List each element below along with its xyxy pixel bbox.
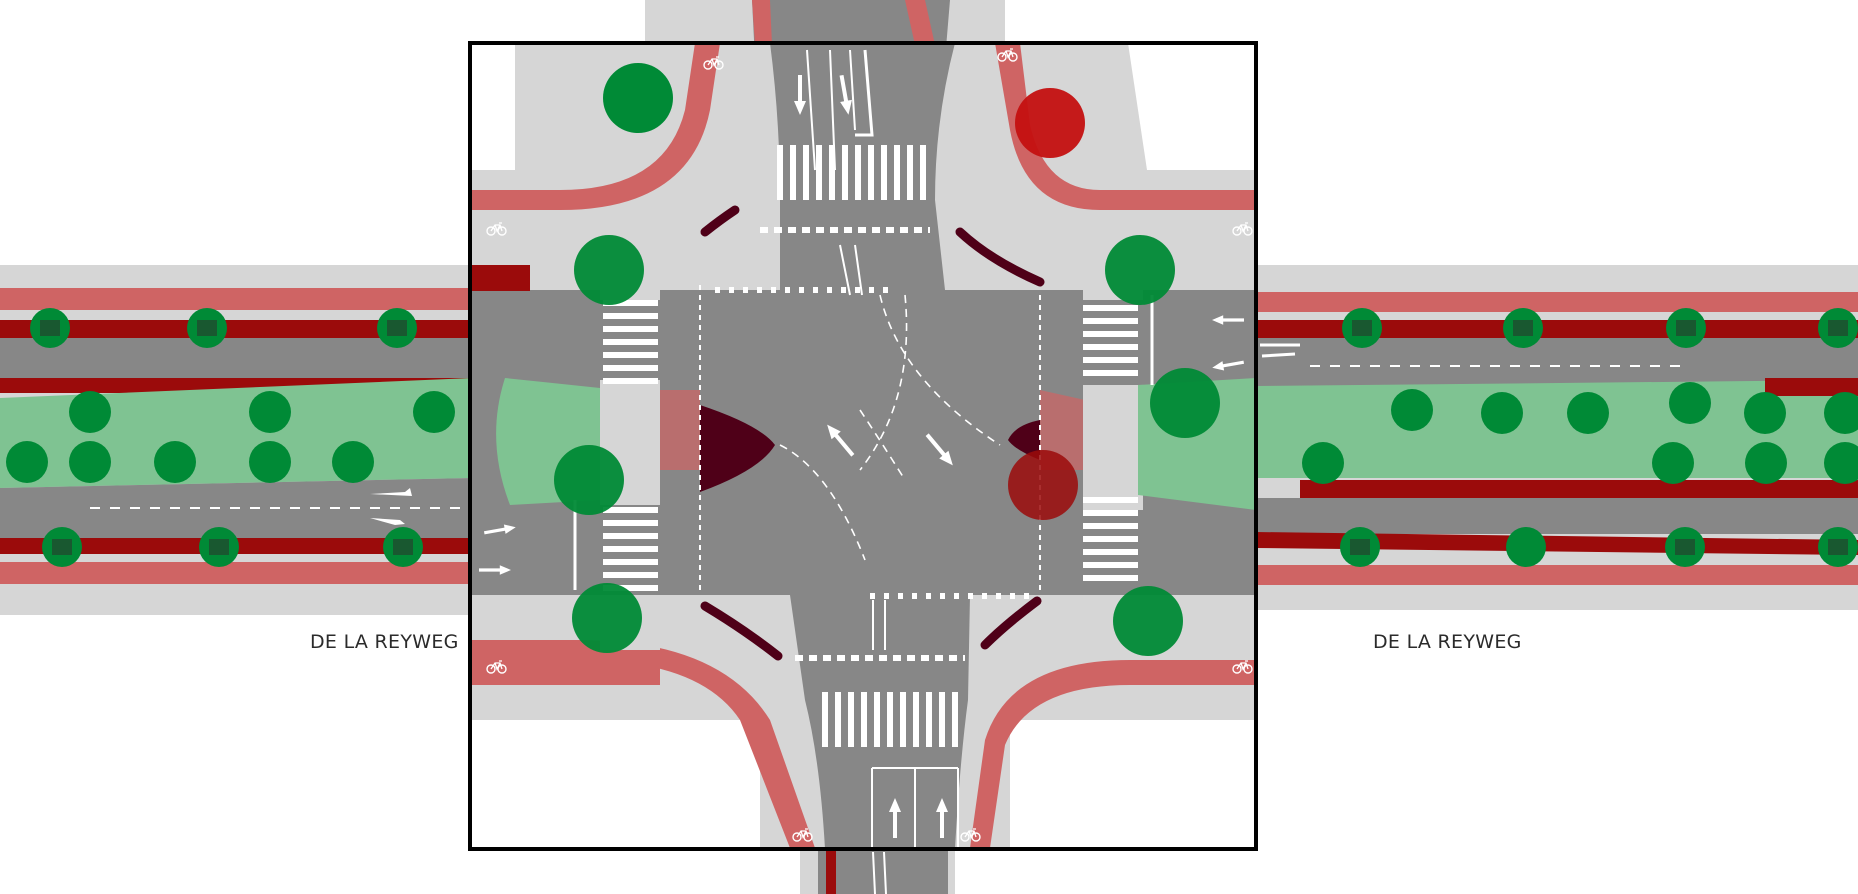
crosswalk-south xyxy=(822,692,958,747)
detail-frame xyxy=(468,41,1258,851)
crosswalk-west-lower xyxy=(603,507,658,591)
south-arm xyxy=(800,848,955,894)
trees-intersection xyxy=(554,63,1220,656)
crosswalk-west-upper xyxy=(603,300,658,384)
crosswalk-east-lower xyxy=(1083,497,1138,581)
crosswalk-east-upper xyxy=(1083,305,1138,376)
intersection-detail xyxy=(470,43,1256,849)
crosswalk-north xyxy=(777,145,926,200)
street-label-east: DE LA REYWEG xyxy=(1373,631,1522,653)
street-label-west: DE LA REYWEG xyxy=(310,631,459,653)
